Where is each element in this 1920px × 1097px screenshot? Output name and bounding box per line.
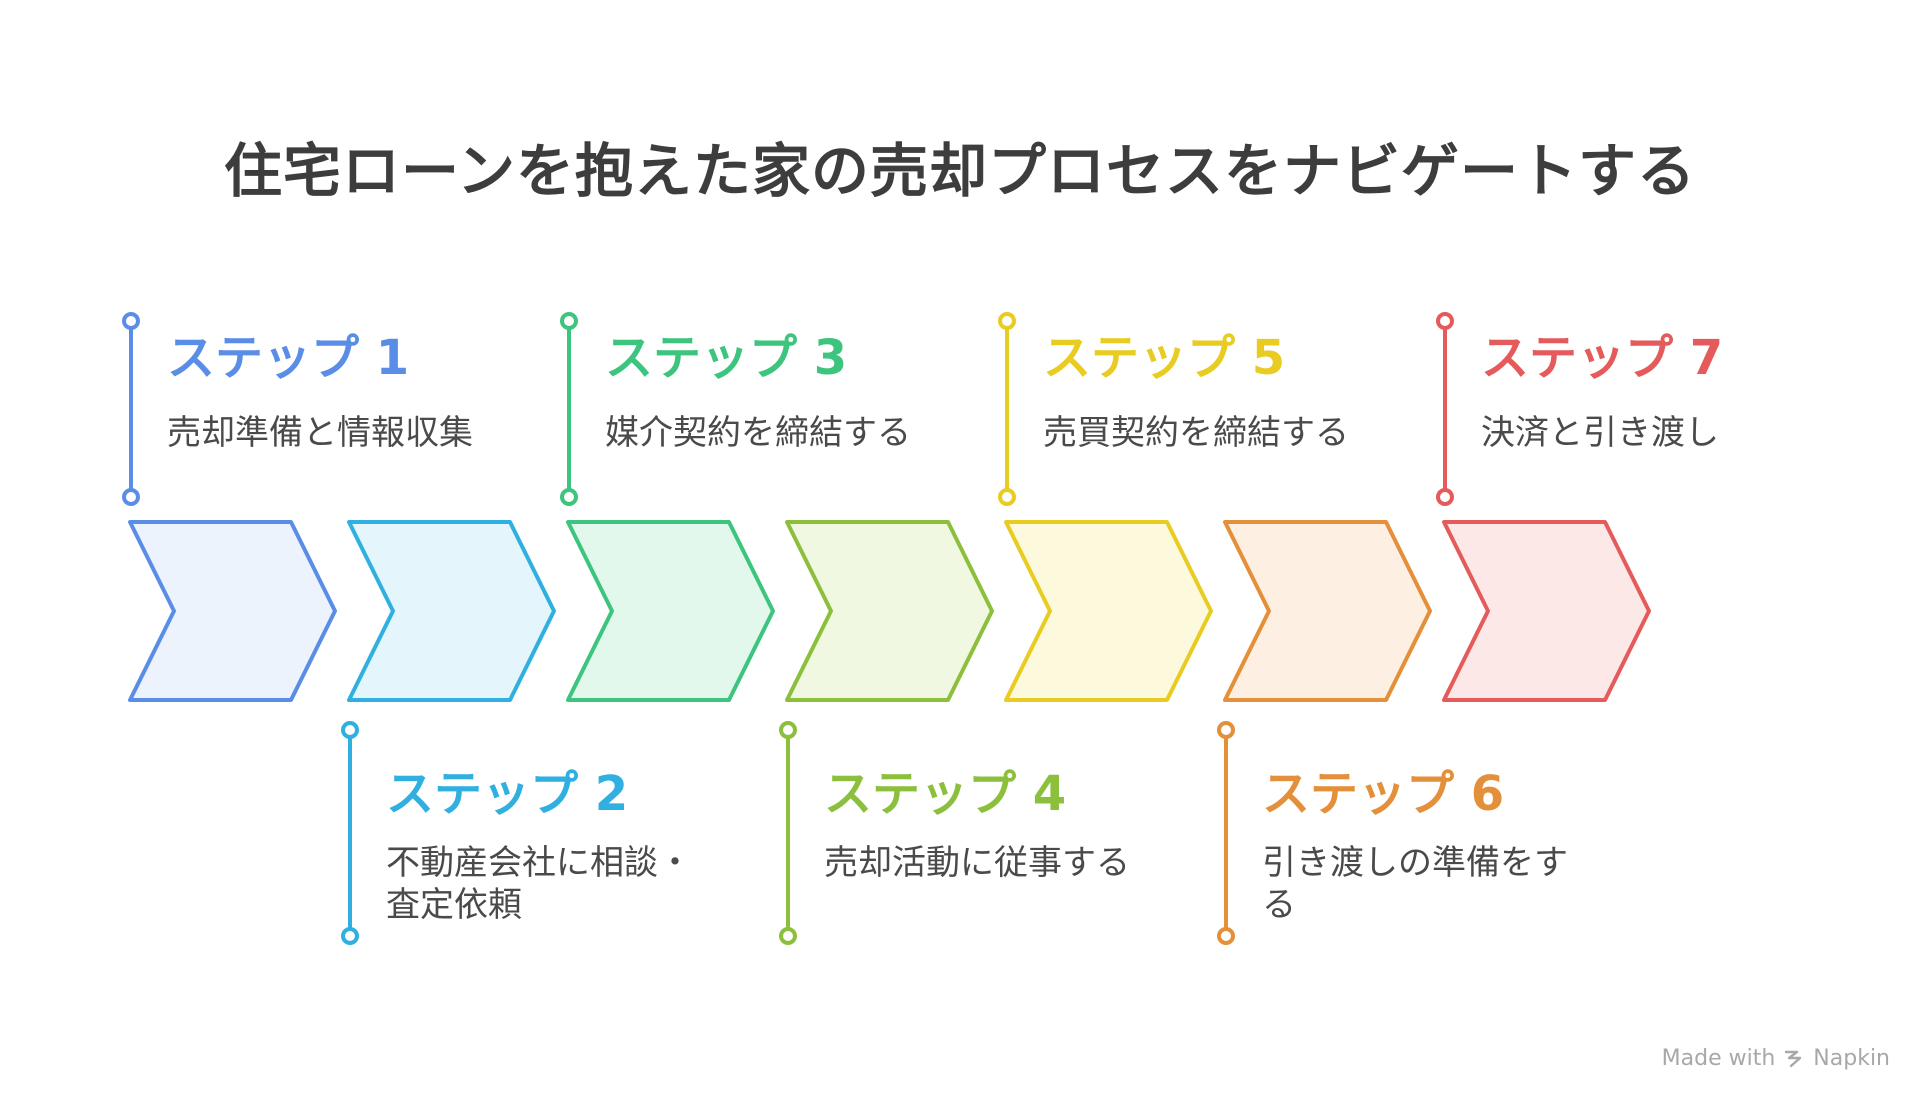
step-4-description: 売却活動に従事する bbox=[824, 843, 1130, 883]
connector-dot-step-4-end bbox=[779, 927, 797, 945]
connector-dot-step-2-start bbox=[341, 721, 359, 739]
chevron-step-2 bbox=[347, 520, 556, 702]
connector-dot-step-5-end bbox=[998, 488, 1016, 506]
step-5-description: 売買契約を締結する bbox=[1043, 413, 1349, 453]
step-3-description: 媒介契約を締結する bbox=[605, 413, 911, 453]
step-7-label: ステップ 7 bbox=[1481, 330, 1724, 386]
chevron-step-3 bbox=[566, 520, 775, 702]
step-3-label: ステップ 3 bbox=[605, 330, 848, 386]
step-6-description: 引き渡しの準備をする bbox=[1262, 843, 1568, 925]
step-1-description: 売却準備と情報収集 bbox=[167, 413, 473, 453]
footer-brand: Napkin bbox=[1813, 1046, 1890, 1071]
chevron-step-6 bbox=[1223, 520, 1432, 702]
step-7-description: 決済と引き渡し bbox=[1481, 413, 1719, 453]
connector-dot-step-7-start bbox=[1436, 312, 1454, 330]
chevron-step-4 bbox=[785, 520, 994, 702]
step-4-label: ステップ 4 bbox=[824, 766, 1067, 822]
connector-dot-step-7-end bbox=[1436, 488, 1454, 506]
chevron-step-1 bbox=[128, 520, 337, 702]
connector-dot-step-1-start bbox=[122, 312, 140, 330]
connector-dot-step-5-start bbox=[998, 312, 1016, 330]
footer-watermark: Made with Napkin bbox=[1662, 1046, 1890, 1071]
napkin-logo-icon bbox=[1785, 1050, 1802, 1067]
step-2-label: ステップ 2 bbox=[386, 766, 629, 822]
connector-dot-step-6-start bbox=[1217, 721, 1235, 739]
chevron-step-7 bbox=[1442, 520, 1651, 702]
connector-dot-step-1-end bbox=[122, 488, 140, 506]
connector-dot-step-3-start bbox=[560, 312, 578, 330]
chevron-step-5 bbox=[1004, 520, 1213, 702]
connector-dot-step-4-start bbox=[779, 721, 797, 739]
connector-dot-step-6-end bbox=[1217, 927, 1235, 945]
step-6-label: ステップ 6 bbox=[1262, 766, 1505, 822]
step-1-label: ステップ 1 bbox=[167, 330, 410, 386]
connector-dot-step-2-end bbox=[341, 927, 359, 945]
diagram-title: 住宅ローンを抱えた家の売却プロセスをナビゲートする bbox=[223, 137, 1697, 205]
footer-text: Made with bbox=[1661, 1046, 1776, 1071]
step-5-label: ステップ 5 bbox=[1043, 330, 1286, 386]
connector-dot-step-3-end bbox=[560, 488, 578, 506]
step-2-description: 不動産会社に相談・査定依頼 bbox=[386, 843, 692, 925]
